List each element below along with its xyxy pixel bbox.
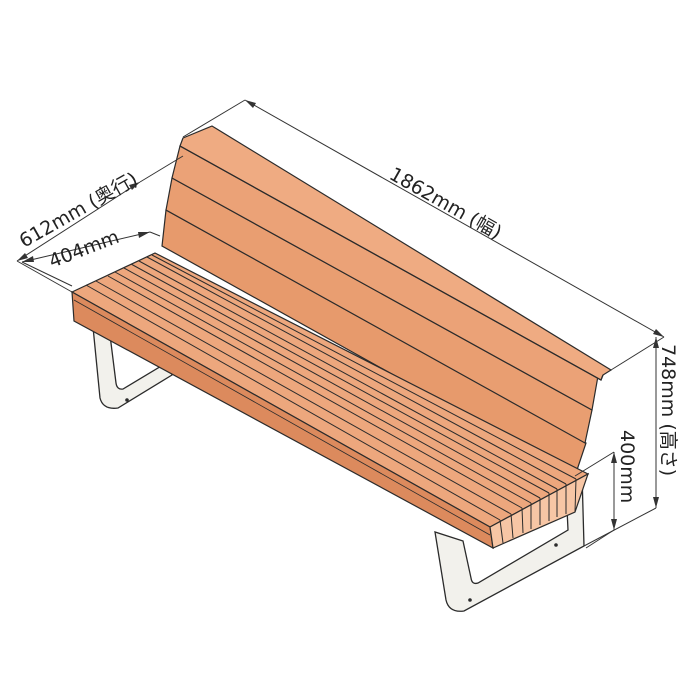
dimension-arrows <box>17 100 664 530</box>
backrest <box>161 125 613 477</box>
dimension-lines <box>16 99 665 549</box>
seat <box>70 252 590 550</box>
seat-height-label: 400mm <box>616 430 638 503</box>
height-total-label: 748mm (高さ) <box>657 344 679 476</box>
width-label: 1862mm (幅) <box>386 163 506 244</box>
